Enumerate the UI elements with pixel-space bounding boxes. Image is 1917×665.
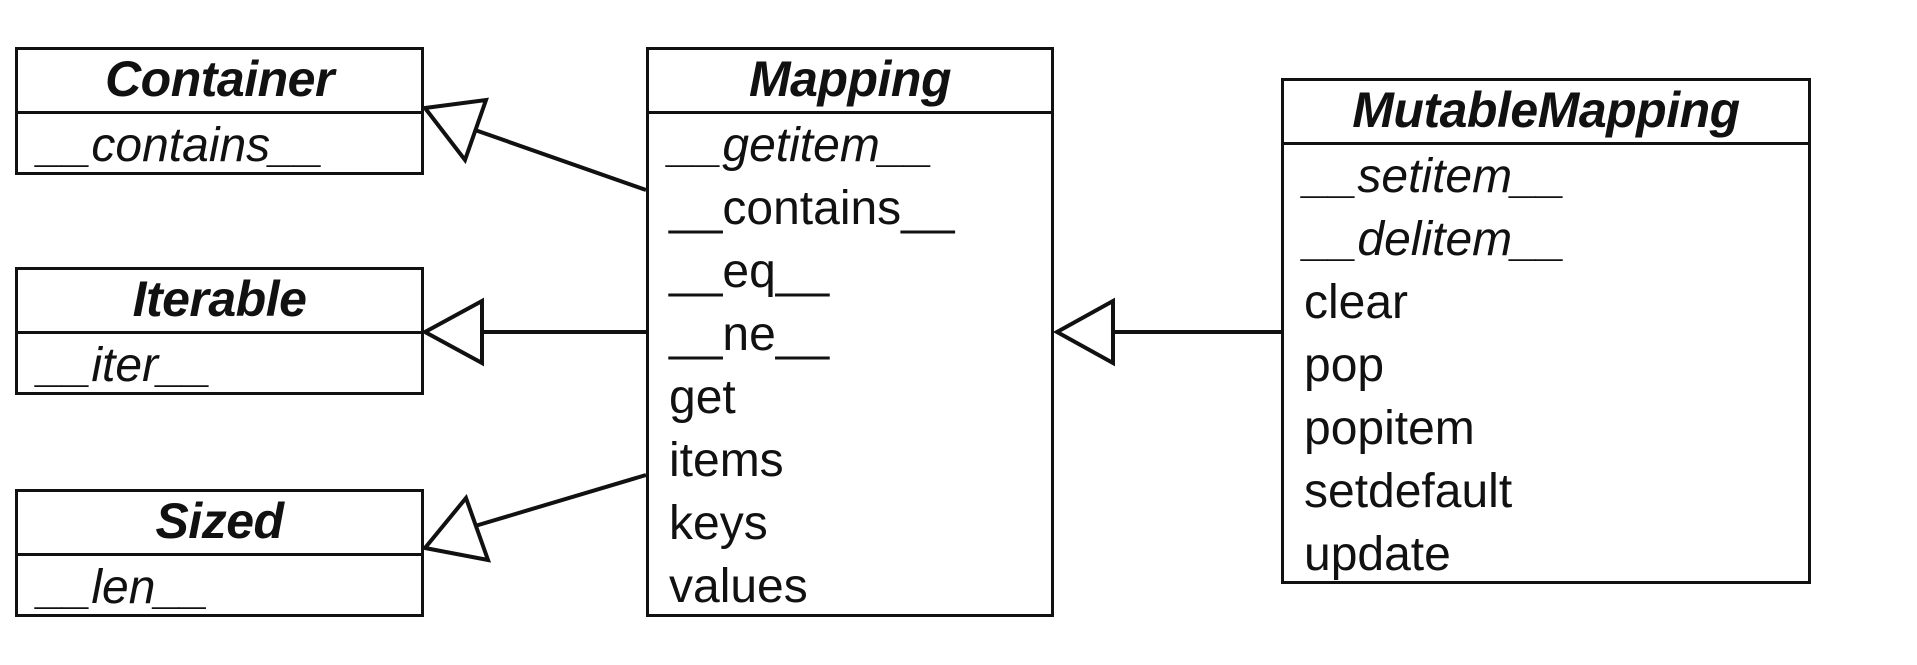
method-clear: clear [1304, 276, 1409, 329]
method-update: update [1304, 528, 1451, 581]
method-iter: __iter__ [38, 339, 212, 392]
class-box-container: Container __contains__ [15, 47, 424, 175]
method-len: __len__ [38, 561, 209, 614]
inheritance-arrowhead-sized [421, 493, 492, 563]
method-values: values [669, 560, 808, 613]
class-box-mutable-mapping: MutableMapping __setitem__ __delitem__ c… [1281, 78, 1811, 584]
method-contains: __contains__ [669, 182, 955, 235]
method-ne: __ne__ [669, 308, 830, 361]
method-list-iterable: __iter__ [18, 334, 421, 397]
method-get: get [669, 371, 736, 424]
class-name-iterable: Iterable [18, 270, 421, 334]
inheritance-arrowhead-container [421, 97, 489, 165]
method-setitem: __setitem__ [1304, 150, 1566, 203]
inheritance-arrowhead-iterable [420, 297, 484, 367]
inheritance-arrowhead-mapping [1052, 297, 1115, 367]
class-name-sized: Sized [18, 492, 421, 556]
edge-mapping-container [474, 128, 647, 192]
method-items: items [669, 434, 784, 487]
method-list-mutable-mapping: __setitem__ __delitem__ clear pop popite… [1284, 145, 1808, 586]
class-name-mapping: Mapping [649, 50, 1051, 114]
class-name-container: Container [18, 50, 421, 114]
method-keys: keys [669, 497, 768, 550]
class-box-sized: Sized __len__ [15, 489, 424, 617]
class-box-mapping: Mapping __getitem__ __contains__ __eq__ … [646, 47, 1054, 617]
method-getitem: __getitem__ [669, 119, 934, 172]
method-setdefault: setdefault [1304, 465, 1513, 518]
method-list-container: __contains__ [18, 114, 421, 177]
method-eq: __eq__ [669, 245, 830, 298]
method-pop: pop [1304, 339, 1385, 392]
class-name-mutable-mapping: MutableMapping [1284, 81, 1808, 145]
method-list-sized: __len__ [18, 556, 421, 619]
method-delitem: __delitem__ [1304, 213, 1566, 266]
method-popitem: popitem [1304, 402, 1475, 455]
method-contains: __contains__ [38, 119, 324, 172]
edge-mapping-sized [474, 473, 647, 528]
method-list-mapping: __getitem__ __contains__ __eq__ __ne__ g… [649, 114, 1051, 618]
class-box-iterable: Iterable __iter__ [15, 267, 424, 395]
